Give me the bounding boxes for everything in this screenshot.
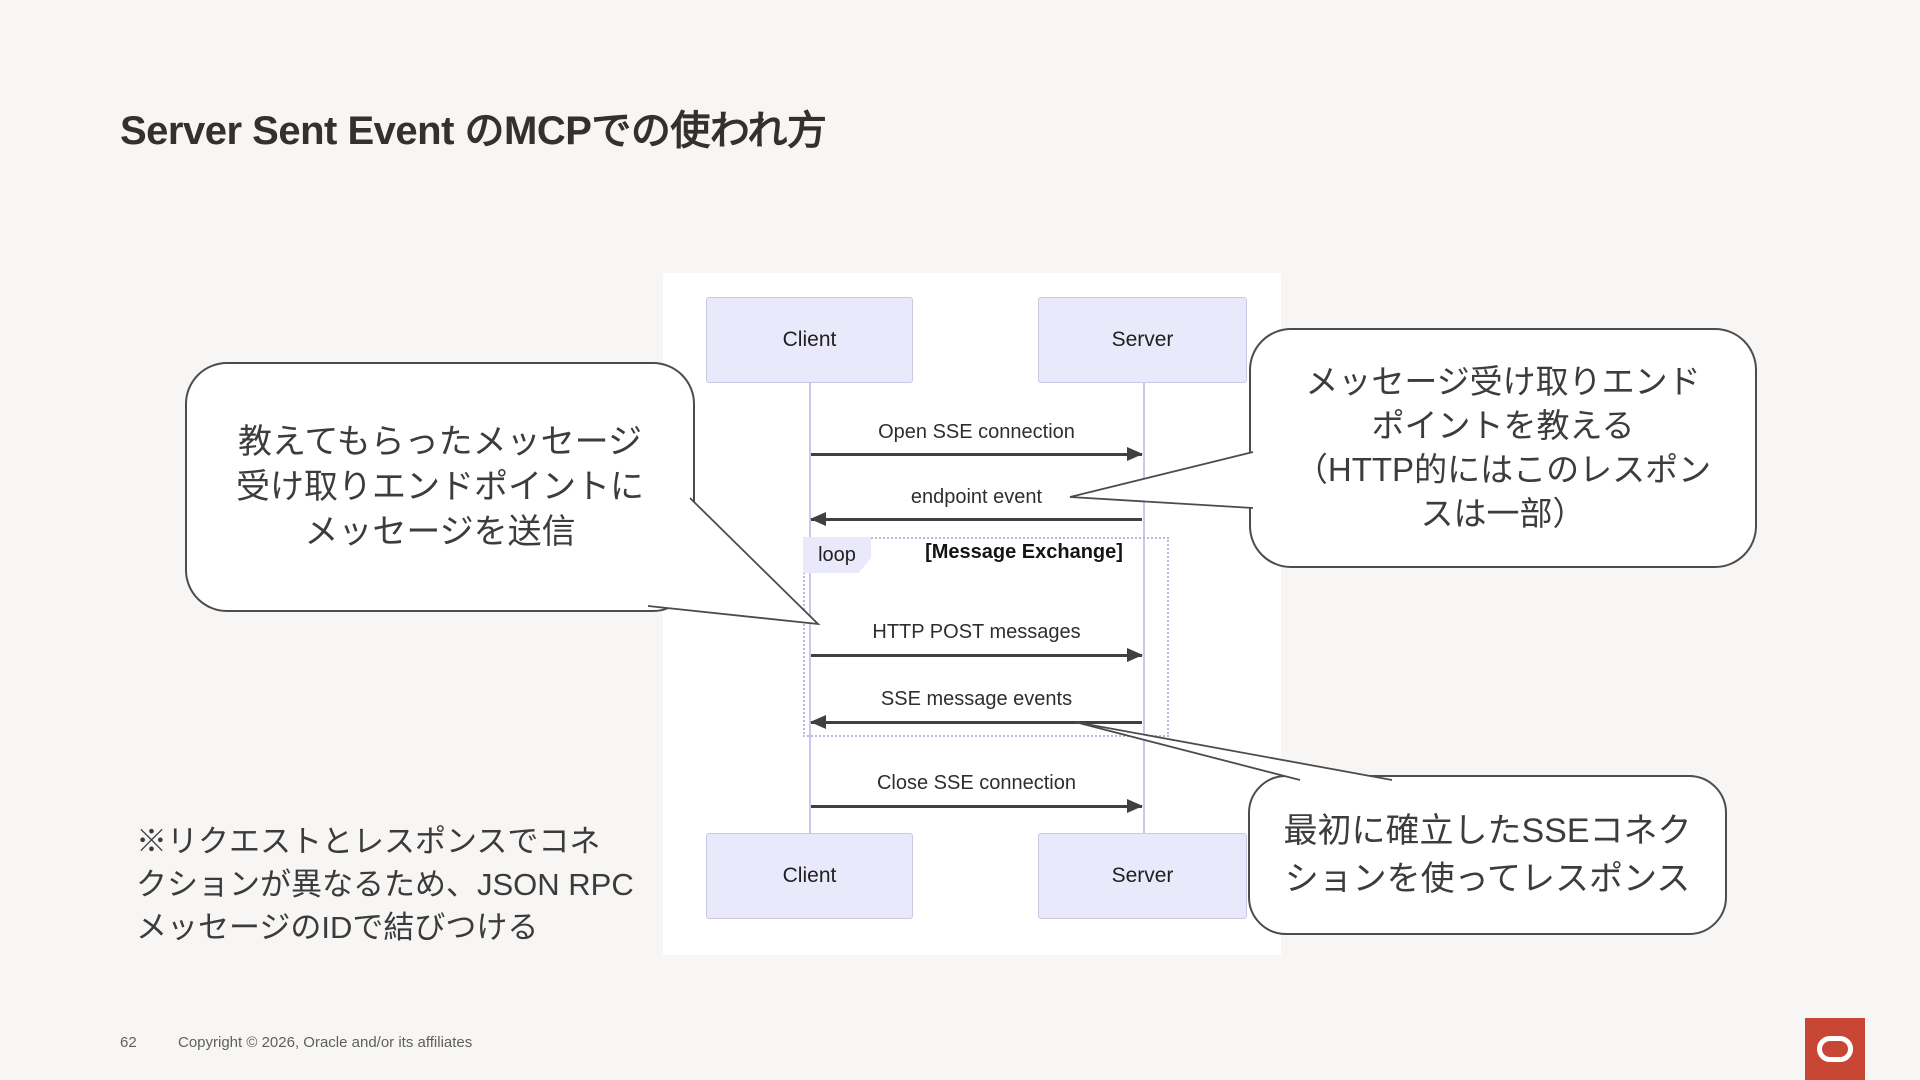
oracle-o-icon [1817, 1036, 1853, 1062]
footnote-line: メッセージのIDで結びつける [136, 910, 539, 945]
callout-line: ポイントを教える [1371, 407, 1635, 444]
actor-box-server-bottom: Server [1038, 833, 1247, 919]
footnote: ※リクエストとレスポンスでコネ クションが異なるため、JSON RPC メッセー… [136, 820, 634, 949]
copyright-text: Copyright © 2026, Oracle and/or its affi… [178, 1034, 473, 1051]
callout-line: 最初に確立したSSEコネク [1283, 812, 1692, 850]
callout-left: 教えてもらったメッセージ 受け取りエンドポイントに メッセージを送信 [185, 362, 695, 612]
callout-line: メッセージ受け取りエンド [1305, 363, 1701, 400]
callout-line: メッセージを送信 [304, 512, 576, 551]
oracle-logo [1805, 1018, 1865, 1080]
callout-bottom-right: 最初に確立したSSEコネク ションを使ってレスポンス [1248, 775, 1727, 935]
footnote-line: クションが異なるため、JSON RPC [136, 867, 634, 902]
callout-top-right: メッセージ受け取りエンド ポイントを教える （HTTP的にはこのレスポン スは一… [1249, 328, 1757, 568]
message-label-endpoint-event: endpoint event [910, 486, 1043, 508]
server-lifeline [1143, 383, 1145, 833]
callout-line: （HTTP的にはこのレスポン [1294, 451, 1712, 488]
callout-line: 教えてもらったメッセージ [238, 422, 642, 461]
actor-box-server-top: Server [1038, 297, 1247, 383]
message-label-open-sse: Open SSE connection [878, 421, 1075, 443]
page-number: 62 [120, 1034, 137, 1051]
loop-condition: [Message Exchange] [925, 541, 1123, 563]
sequence-diagram: Client Server Open SSE connection endpoi… [663, 273, 1281, 955]
message-arrow-sse-events [810, 715, 1142, 729]
page-title: Server Sent Event のMCPでの使われ方 [120, 109, 827, 153]
callout-line: 受け取りエンドポイントに [236, 467, 644, 506]
actor-box-client-top: Client [706, 297, 913, 383]
actor-box-client-bottom: Client [706, 833, 913, 919]
loop-tag: loop [803, 537, 871, 573]
actor-label: Client [782, 864, 837, 887]
message-arrow-close-sse [811, 799, 1143, 813]
actor-label: Server [1111, 864, 1174, 887]
message-arrow-endpoint-event [810, 512, 1142, 526]
actor-label: Client [782, 328, 837, 351]
message-label-sse-events: SSE message events [880, 688, 1073, 710]
actor-label: Server [1111, 328, 1174, 351]
message-label-close-sse: Close SSE connection [876, 772, 1076, 794]
loop-fragment [803, 537, 1169, 737]
callout-line: ションを使ってレスポンス [1284, 860, 1691, 898]
message-arrow-open-sse [811, 447, 1143, 461]
message-label-http-post: HTTP POST messages [872, 621, 1081, 643]
message-arrow-http-post [811, 648, 1143, 662]
callout-line: スは一部） [1420, 495, 1586, 532]
footnote-line: ※リクエストとレスポンスでコネ [136, 824, 601, 859]
